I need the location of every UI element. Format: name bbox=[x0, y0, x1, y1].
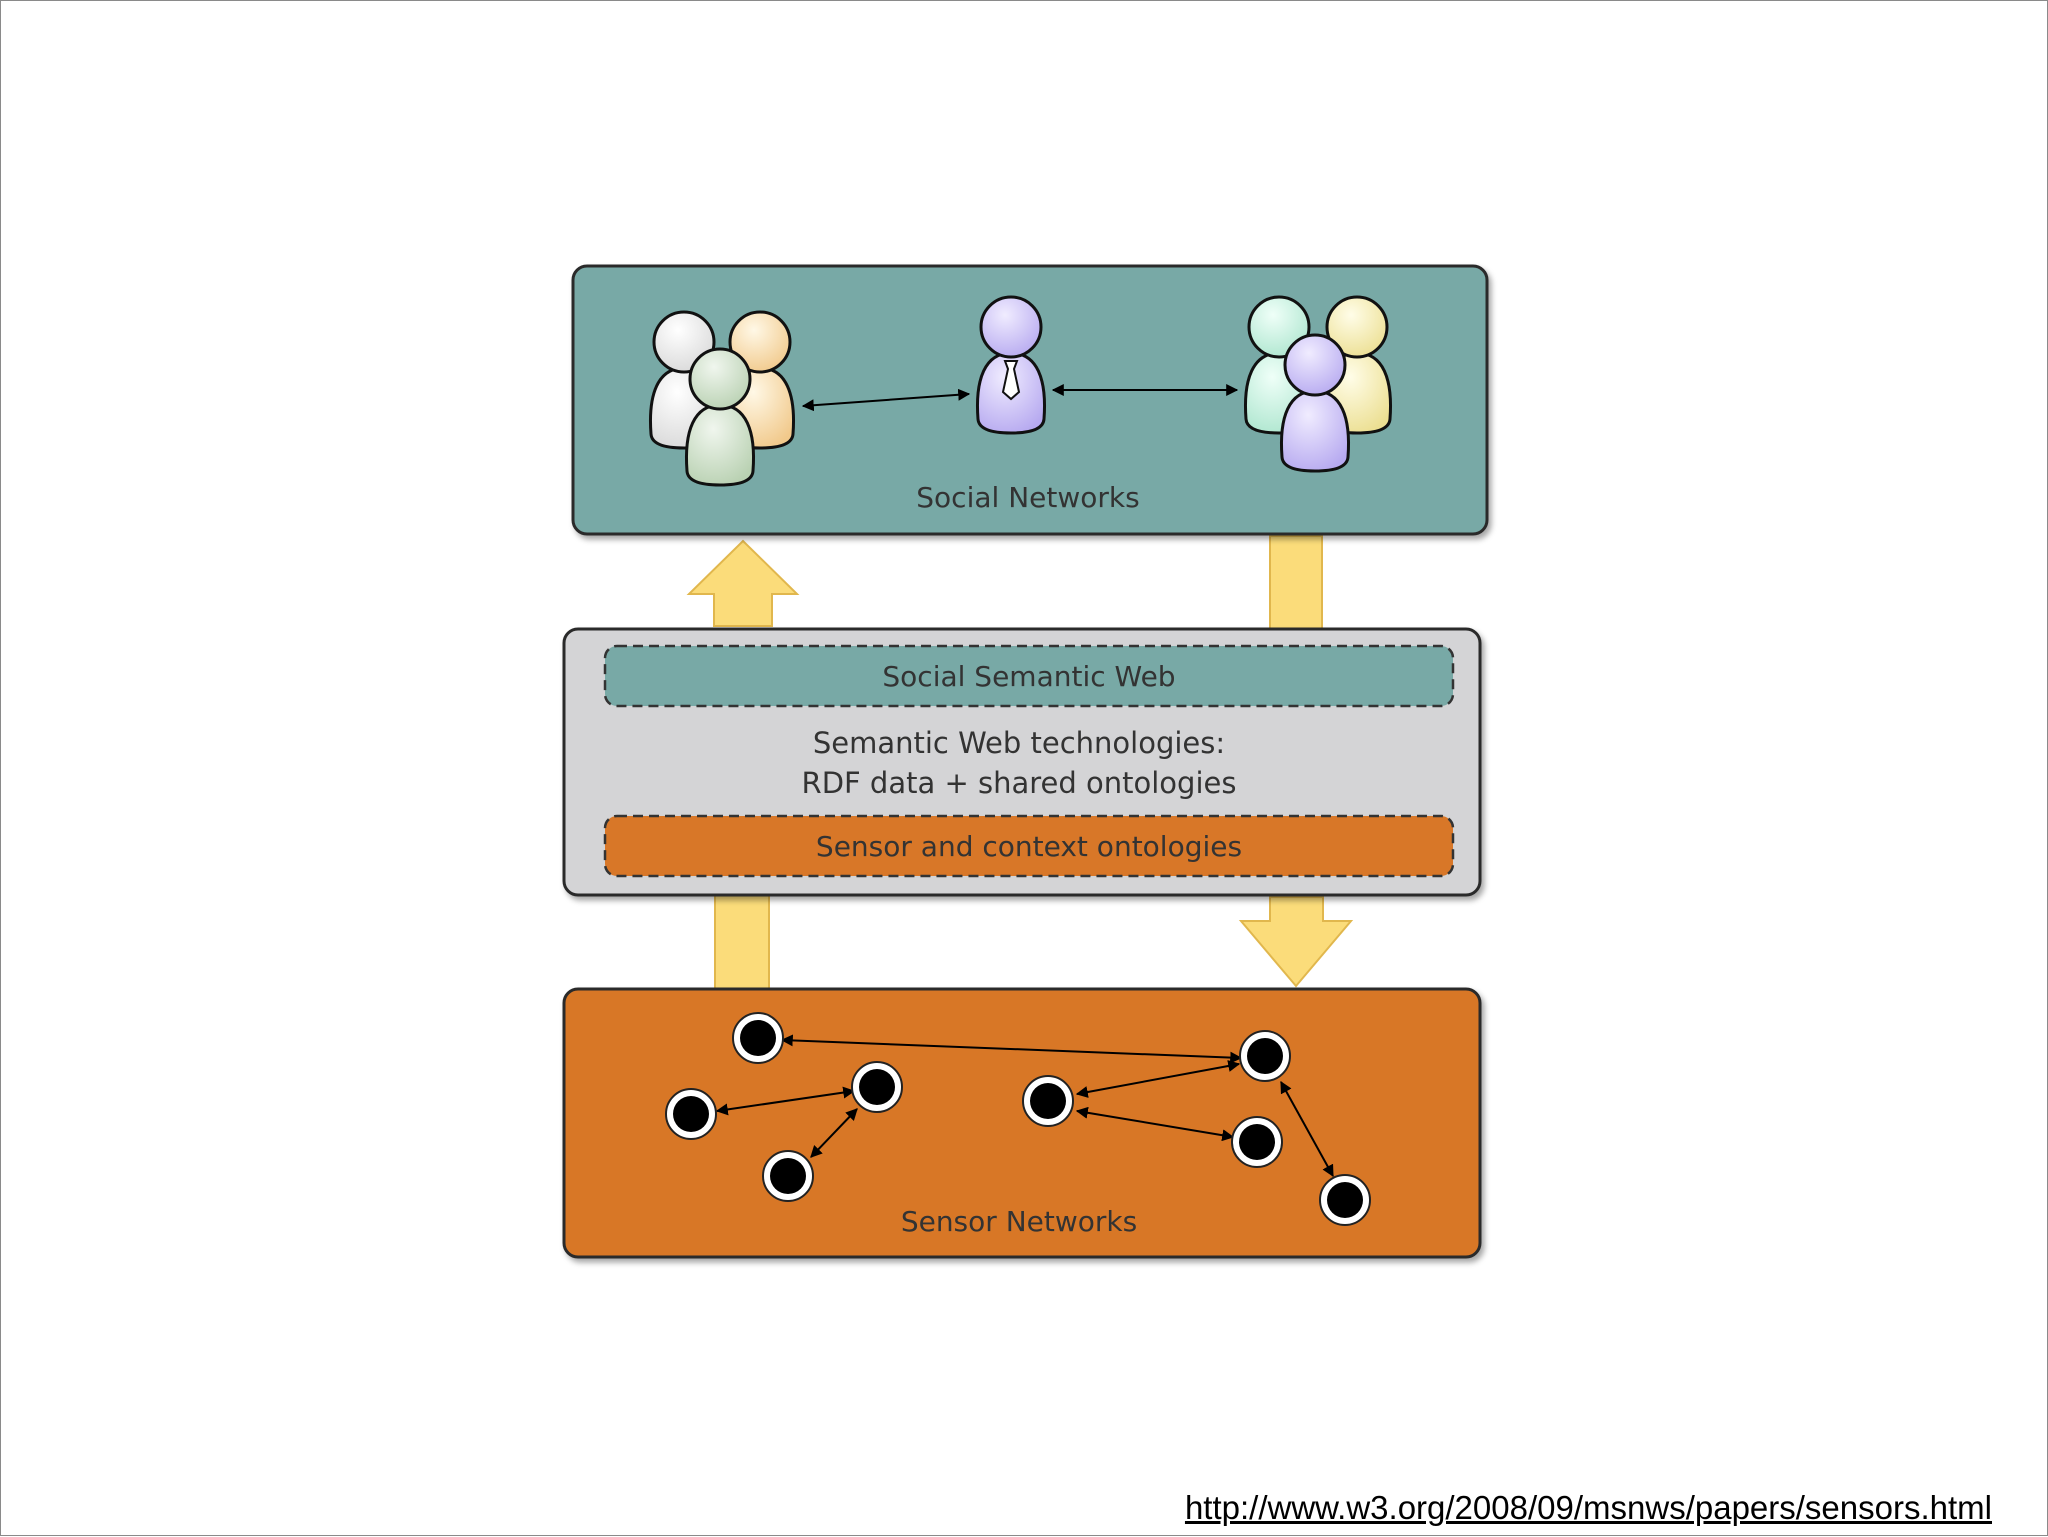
sensor-node-icon bbox=[732, 1012, 784, 1064]
semantic-technologies-line-1: Semantic Web technologies: bbox=[813, 726, 1225, 760]
up-bar-sensor-to-semantic bbox=[714, 893, 770, 994]
sensor-link-arrow bbox=[715, 1086, 856, 1116]
sensor-node-icon bbox=[1231, 1116, 1283, 1168]
sensor-node-icon bbox=[1239, 1030, 1291, 1082]
sensor-link-arrow bbox=[1075, 1060, 1241, 1098]
sensor-context-ontologies-band bbox=[603, 814, 1455, 878]
sensor-context-ontologies-label: Sensor and context ontologies bbox=[816, 830, 1242, 863]
sensor-link-arrow bbox=[1280, 1080, 1334, 1178]
down-bar-social-to-semantic bbox=[1269, 535, 1323, 630]
sensor-node-icon bbox=[762, 1150, 814, 1202]
sensor-nodes bbox=[665, 1012, 1371, 1226]
semantic-layer-box: Social Semantic Web Semantic Web technol… bbox=[562, 627, 1482, 897]
social-semantic-web-label: Social Semantic Web bbox=[882, 660, 1175, 693]
social-semantic-web-band bbox=[603, 644, 1455, 708]
social-networks-label: Social Networks bbox=[916, 481, 1139, 514]
sensor-node-icon bbox=[1319, 1174, 1371, 1226]
source-link[interactable]: http://www.w3.org/2008/09/msnws/papers/s… bbox=[1184, 1489, 1992, 1526]
down-arrow-semantic-to-sensor bbox=[1238, 896, 1354, 988]
sensor-links bbox=[715, 1034, 1334, 1178]
sensor-node-icon bbox=[1022, 1075, 1074, 1127]
semantic-technologies-line-2: RDF data + shared ontologies bbox=[802, 766, 1237, 800]
person-with-tie-icon bbox=[975, 295, 1047, 435]
sensor-link-arrow bbox=[1075, 1106, 1235, 1142]
sensor-networks-label: Sensor Networks bbox=[901, 1205, 1137, 1238]
sensor-node-icon bbox=[665, 1088, 717, 1140]
sensor-link-arrow bbox=[780, 1034, 1243, 1064]
sensor-node-icon bbox=[851, 1061, 903, 1113]
social-link-arrow bbox=[801, 388, 971, 412]
up-arrow-semantic-to-social bbox=[686, 539, 800, 627]
sensor-link-arrow bbox=[810, 1108, 858, 1158]
